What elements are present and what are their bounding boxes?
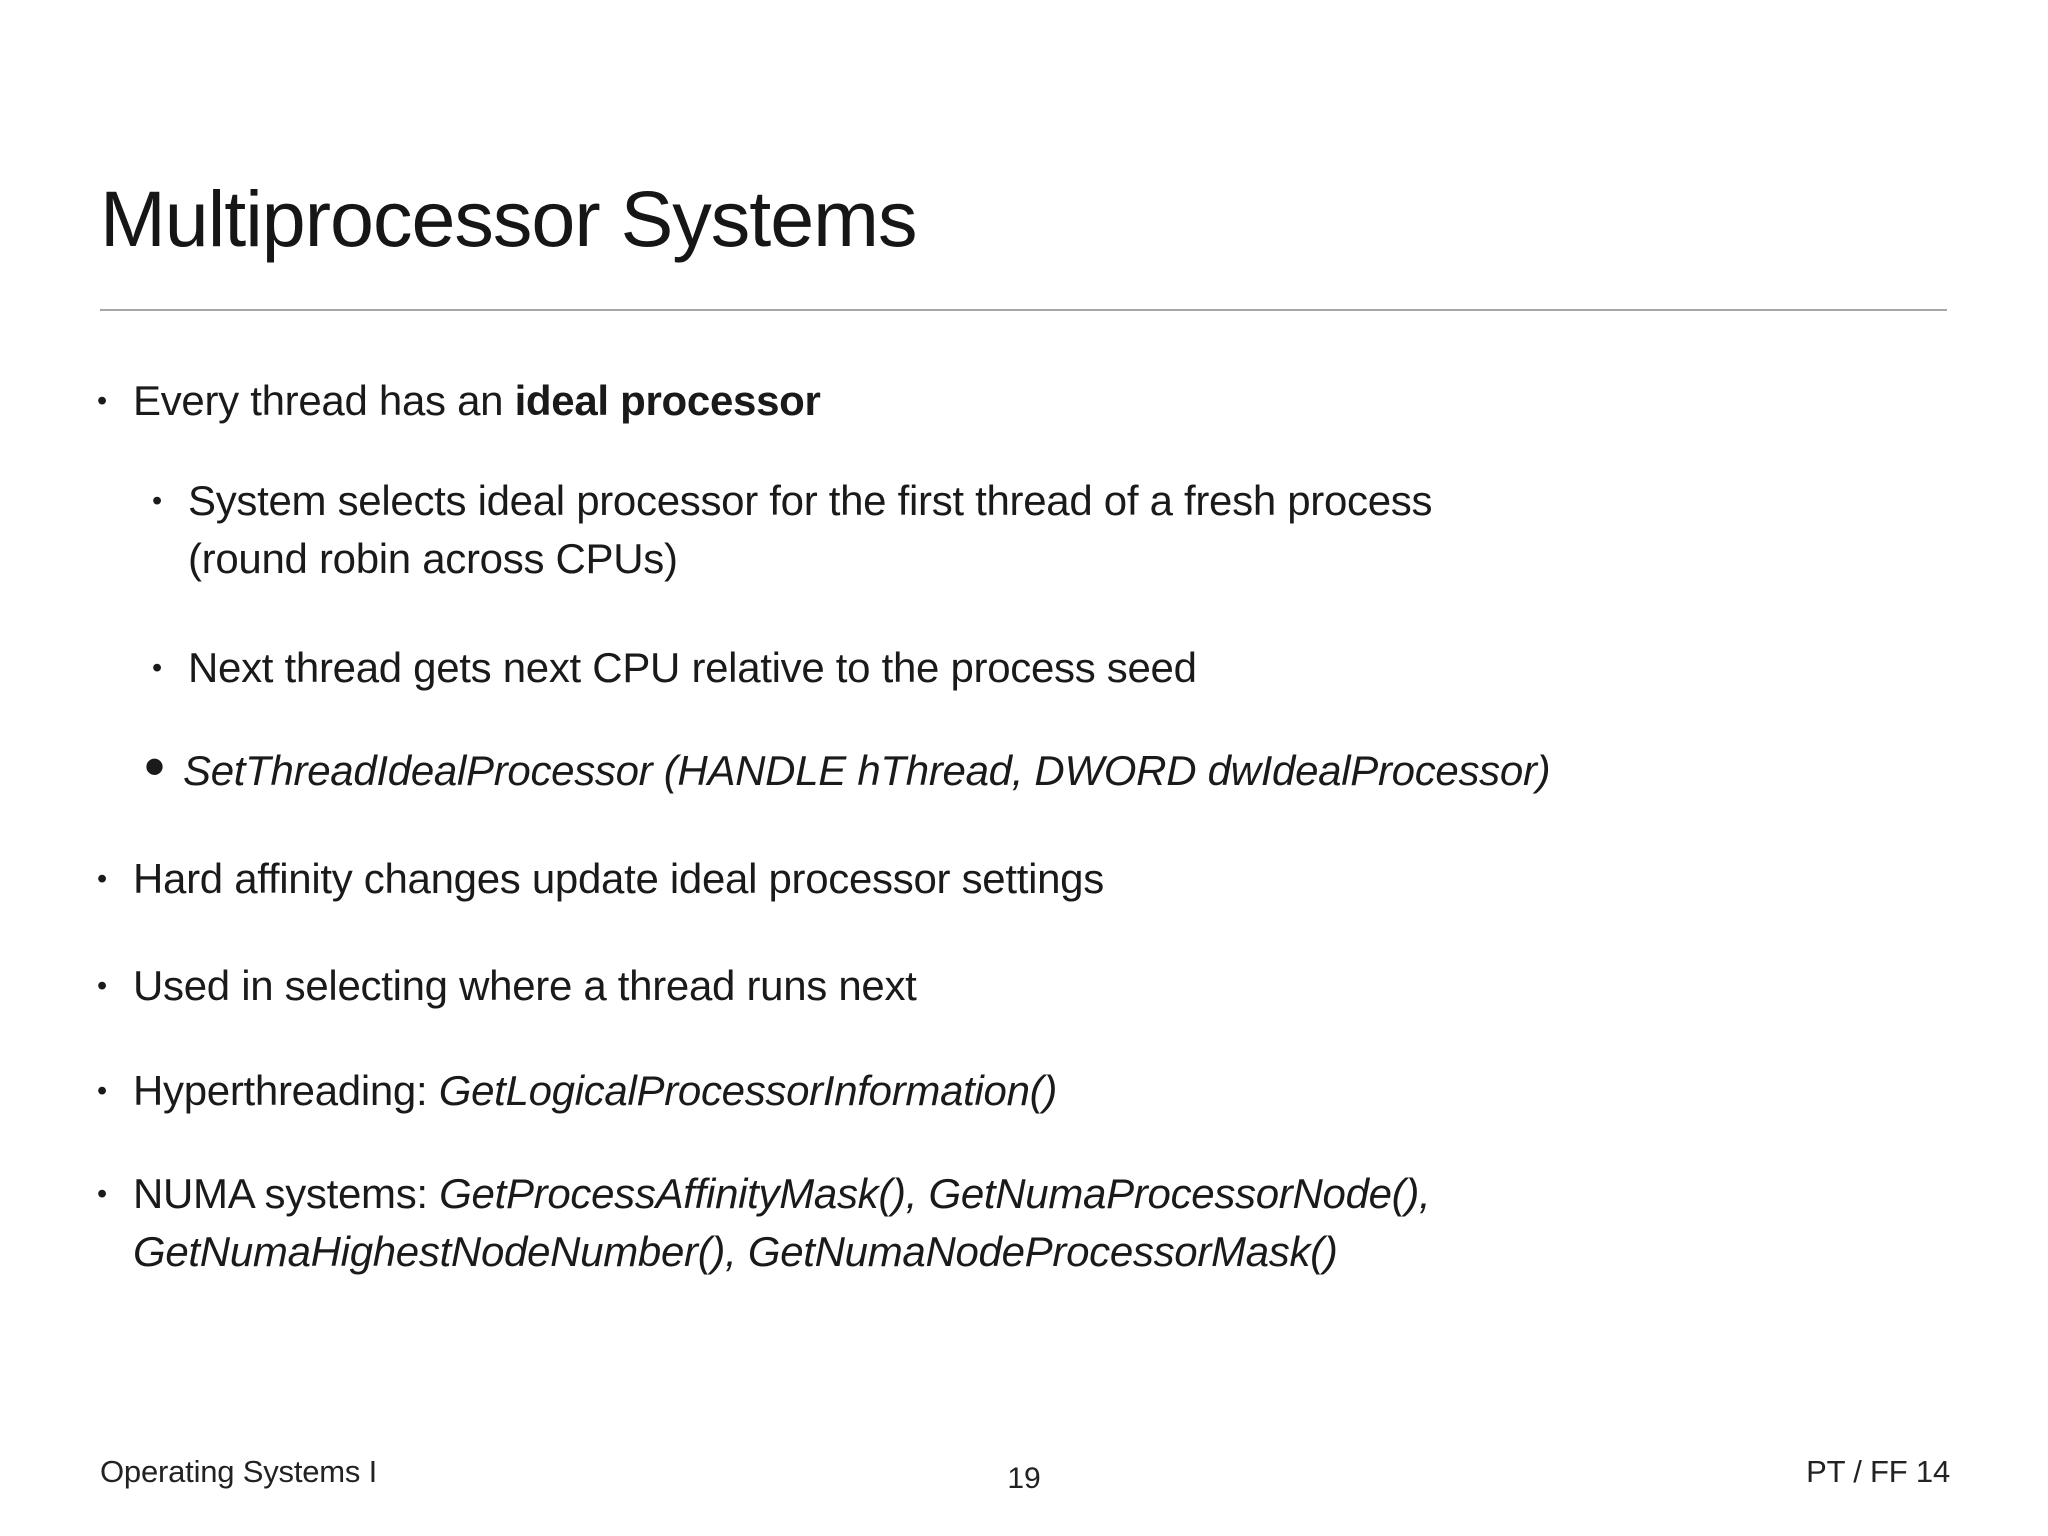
text-run: Hyperthreading: [133, 1067, 439, 1114]
footer-course-label: Operating Systems I [100, 1454, 378, 1489]
bullet-item-hyperthreading: • Hyperthreading: GetLogicalProcessorInf… [0, 1062, 1988, 1120]
bullet-icon: • [97, 385, 107, 417]
bullet-icon: • [97, 1178, 107, 1210]
bullet-text: Every thread has an ideal processor [133, 372, 1988, 430]
bullet-text: System selects ideal processor for the f… [188, 472, 1988, 588]
bullet-item-hard-affinity: • Hard affinity changes update ideal pro… [0, 850, 1988, 908]
bullet-item-setthreadidealprocessor: • SetThreadIdealProcessor (HANDLE hThrea… [0, 737, 1988, 800]
footer-page-number: 19 [1007, 1462, 1041, 1495]
bullet-item-numa-systems: • NUMA systems: GetProcessAffinityMask()… [0, 1165, 1988, 1281]
code-text-run: GetProcessAffinityMask(), GetNumaProcess… [439, 1170, 1431, 1217]
text-run: Used in selecting where a thread runs ne… [133, 962, 917, 1009]
text-run: Next thread gets next CPU relative to th… [188, 644, 1197, 691]
bullet-item-system-selects: • System selects ideal processor for the… [0, 472, 1988, 588]
bullet-icon: • [97, 1075, 107, 1107]
title-separator [100, 309, 1947, 311]
code-text-run: GetNumaHighestNodeNumber(), GetNumaNodeP… [133, 1228, 1338, 1275]
bullet-text: NUMA systems: GetProcessAffinityMask(), … [133, 1165, 1988, 1281]
bullet-icon: • [144, 733, 165, 800]
text-run: System selects ideal processor for the f… [188, 477, 1433, 524]
footer-credits-label: PT / FF 14 [1806, 1454, 1950, 1489]
bullet-text: SetThreadIdealProcessor (HANDLE hThread,… [183, 742, 1988, 800]
bold-text-run: ideal processor [514, 377, 821, 424]
slide-title: Multiprocessor Systems [100, 174, 917, 263]
bullet-item-used-in-selecting: • Used in selecting where a thread runs … [0, 957, 1988, 1015]
bullet-text: Hard affinity changes update ideal proce… [133, 850, 1988, 908]
text-run: NUMA systems: [133, 1170, 440, 1217]
code-text-run: GetLogicalProcessorInformation() [438, 1067, 1058, 1114]
text-run: (round robin across CPUs) [188, 535, 678, 582]
bullet-icon: • [97, 970, 107, 1002]
text-run: Every thread has an [133, 377, 515, 424]
bullet-item-next-thread: • Next thread gets next CPU relative to … [0, 639, 1988, 697]
bullet-icon: • [152, 485, 162, 517]
text-run: Hard affinity changes update ideal proce… [133, 855, 1104, 902]
bullet-item-ideal-processor: • Every thread has an ideal processor [0, 372, 1988, 430]
code-text-run: SetThreadIdealProcessor (HANDLE hThread,… [183, 747, 1551, 794]
bullet-text: Hyperthreading: GetLogicalProcessorInfor… [133, 1062, 1988, 1120]
bullet-text: Used in selecting where a thread runs ne… [133, 957, 1988, 1015]
bullet-icon: • [97, 863, 107, 895]
bullet-text: Next thread gets next CPU relative to th… [188, 639, 1988, 697]
bullet-icon: • [152, 652, 162, 684]
